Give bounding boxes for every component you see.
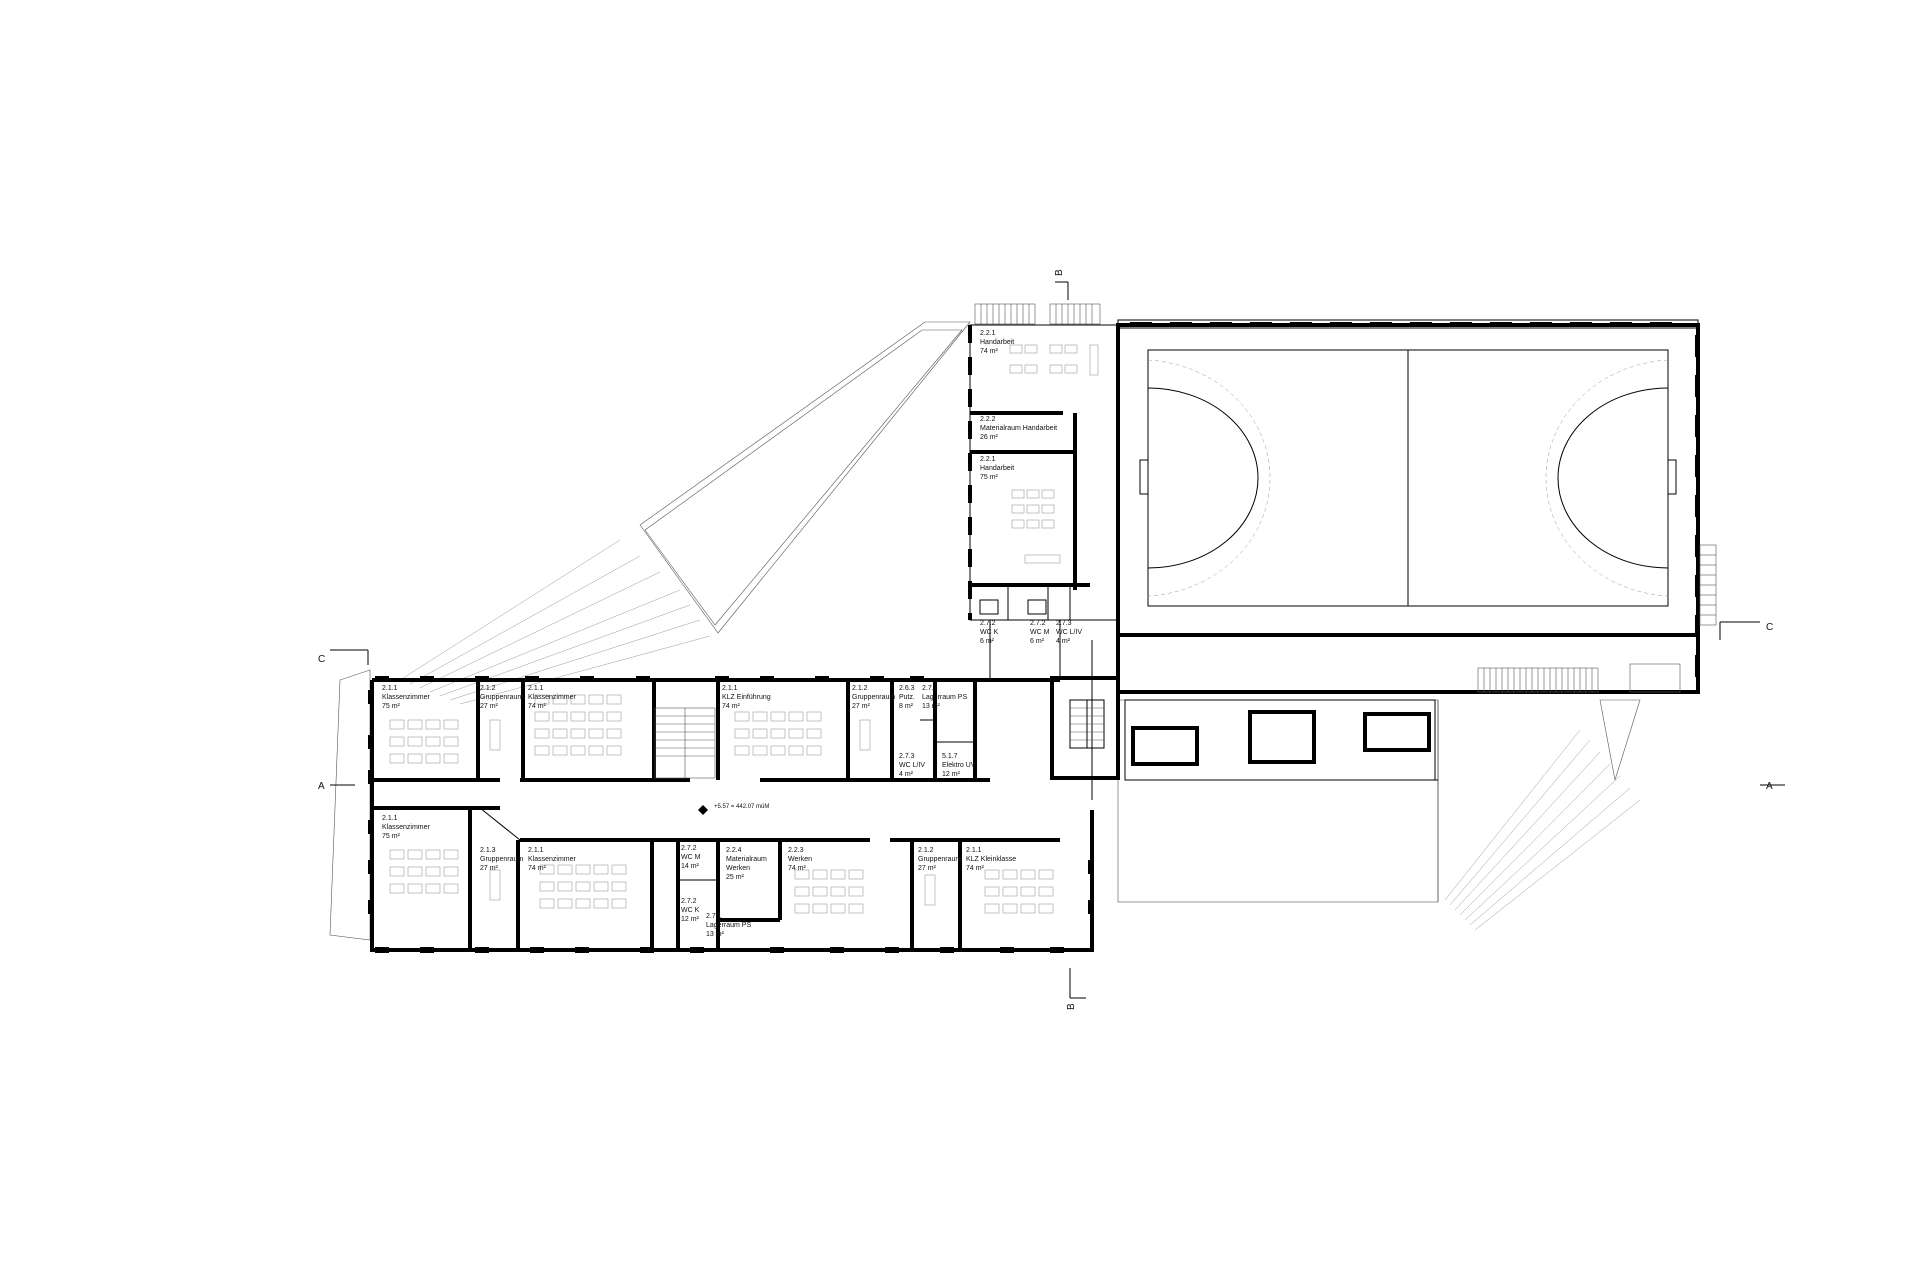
room-label-wcm-n-1: WC M: [1030, 629, 1050, 636]
room-label-gr3-0: 2.1.3: [480, 847, 496, 854]
room-label-wcm-s-1: WC M: [681, 854, 701, 861]
room-label-kz2-0: 2.1.1: [528, 685, 544, 692]
room-label-kz4-1: Klassenzimmer: [528, 856, 577, 863]
hall-east-stair: [1699, 544, 1717, 626]
room-label-kz2-2: 74 m²: [528, 703, 547, 710]
outdoor-area-west: [329, 669, 371, 941]
room-label-hb1-2: 74 m²: [980, 348, 999, 355]
east-stair-core: [1050, 676, 1120, 780]
room-label-wcm-s-0: 2.7.2: [681, 845, 697, 852]
room-label-mwe-1: Materialraum: [726, 856, 767, 863]
room-label-lps2-1: Lagerraum PS: [706, 922, 751, 929]
room-label-werk-2: 74 m²: [788, 865, 807, 872]
room-label-kz3-2: 75 m²: [382, 833, 401, 840]
room-label-hb2-1: Handarbeit: [980, 465, 1014, 472]
room-label-gr4-2: 27 m²: [918, 865, 937, 872]
room-label-mwe-3: 25 m²: [726, 874, 745, 881]
room-label-kz4-0: 2.1.1: [528, 847, 544, 854]
room-label-mhb-1: Materialraum Handarbeit: [980, 425, 1057, 432]
room-label-klz2-2: 74 m²: [966, 865, 985, 872]
main-wing: [368, 620, 1120, 953]
room-label-werk-1: Werken: [788, 856, 812, 863]
room-label-hb2-0: 2.2.1: [980, 456, 996, 463]
room-label-mhb-0: 2.2.2: [980, 416, 996, 423]
room-label-kz3-0: 2.1.1: [382, 815, 398, 822]
room-label-elek-1: Elektro UV: [942, 762, 976, 769]
room-label-klz1-1: KLZ Einführung: [722, 694, 771, 701]
room-label-hb2-2: 75 m²: [980, 474, 999, 481]
room-label-hb1-0: 2.2.1: [980, 330, 996, 337]
hall-window-dashes: [1130, 322, 1700, 677]
section-b-bottom: B: [1066, 1003, 1077, 1010]
room-label-gr4-0: 2.1.2: [918, 847, 934, 854]
room-label-putz-2: 8 m²: [899, 703, 914, 710]
room-label-wcm-s-2: 14 m²: [681, 863, 700, 870]
section-c-right: C: [1766, 622, 1773, 633]
room-label-kz1-2: 75 m²: [382, 703, 401, 710]
outdoor-area-southeast: [1117, 699, 1641, 931]
section-b-top: B: [1054, 269, 1065, 276]
room-label-putz-1: Putz.: [899, 694, 915, 701]
section-a-right: A: [1766, 781, 1773, 792]
central-stair: [654, 707, 716, 779]
room-label-mhb-2: 26 m²: [980, 434, 999, 441]
room-label-wcm-n-2: 6 m²: [1030, 638, 1045, 645]
room-label-mwe-2: Werken: [726, 865, 750, 872]
room-label-gr3-1: Gruppenraum: [480, 856, 523, 863]
room-label-werk-0: 2.2.3: [788, 847, 804, 854]
room-label-kz4-2: 74 m²: [528, 865, 547, 872]
room-label-hb1-1: Handarbeit: [980, 339, 1014, 346]
room-label-gr2-2: 27 m²: [852, 703, 871, 710]
room-label-gr1-1: Gruppenraum: [480, 694, 523, 701]
section-a-left: A: [318, 781, 325, 792]
room-label-wck-n-1: WC K: [980, 629, 999, 636]
room-label-wck-n-0: 2.7.2: [980, 620, 996, 627]
room-label-putz-0: 2.6.3: [899, 685, 915, 692]
room-label-wck-s-2: 12 m²: [681, 916, 700, 923]
room-label-wcl-c-0: 2.7.3: [899, 753, 915, 760]
room-label-gr4-1: Gruppenraum: [918, 856, 961, 863]
level-marker: +5.57 = 442.07 müM: [698, 804, 769, 815]
sports-hall: [1116, 319, 1717, 781]
room-label-kz2-1: Klassenzimmer: [528, 694, 577, 701]
room-label-wcl-c-2: 4 m²: [899, 771, 914, 778]
room-label-klz2-0: 2.1.1: [966, 847, 982, 854]
room-label-lps2-2: 13 m²: [706, 931, 725, 938]
room-label-wcl-c-1: WC L/IV: [899, 762, 925, 769]
level-marker-label: +5.57 = 442.07 müM: [714, 804, 769, 810]
room-label-mwe-0: 2.2.4: [726, 847, 742, 854]
room-label-klz1-0: 2.1.1: [722, 685, 738, 692]
room-label-lps1-2: 13 m²: [922, 703, 941, 710]
section-c-left: C: [318, 654, 325, 665]
room-label-kz1-0: 2.1.1: [382, 685, 398, 692]
room-label-lps1-1: Lagerraum PS: [922, 694, 967, 701]
north-stair: [974, 303, 1101, 325]
north-wing: [968, 303, 1120, 692]
room-label-wcl-n-0: 2.7.3: [1056, 620, 1072, 627]
room-label-gr1-2: 27 m²: [480, 703, 499, 710]
room-label-wck-s-0: 2.7.2: [681, 898, 697, 905]
room-label-wck-n-2: 6 m²: [980, 638, 995, 645]
room-label-kz3-1: Klassenzimmer: [382, 824, 431, 831]
room-label-elek-2: 12 m²: [942, 771, 961, 778]
room-label-lps1-0: 2.7.1: [922, 685, 938, 692]
room-label-wcl-n-2: 4 m²: [1056, 638, 1071, 645]
room-label-elek-0: 5.1.7: [942, 753, 958, 760]
room-label-gr2-1: Gruppenraum: [852, 694, 895, 701]
section-markers: [330, 281, 1785, 999]
room-label-kz1-1: Klassenzimmer: [382, 694, 431, 701]
classroom-furniture: [389, 694, 1054, 914]
room-label-gr2-0: 2.1.2: [852, 685, 868, 692]
room-label-gr3-2: 27 m²: [480, 865, 499, 872]
room-label-klz1-2: 74 m²: [722, 703, 741, 710]
room-label-gr1-0: 2.1.2: [480, 685, 496, 692]
canopy-northwest: [399, 321, 971, 705]
room-label-wck-s-1: WC K: [681, 907, 700, 914]
room-label-klz2-1: KLZ Kleinklasse: [966, 856, 1016, 863]
room-label-wcl-n-1: WC L/IV: [1056, 629, 1082, 636]
room-label-lps2-0: 2.7.1: [706, 913, 722, 920]
room-label-wcm-n-0: 2.7.2: [1030, 620, 1046, 627]
